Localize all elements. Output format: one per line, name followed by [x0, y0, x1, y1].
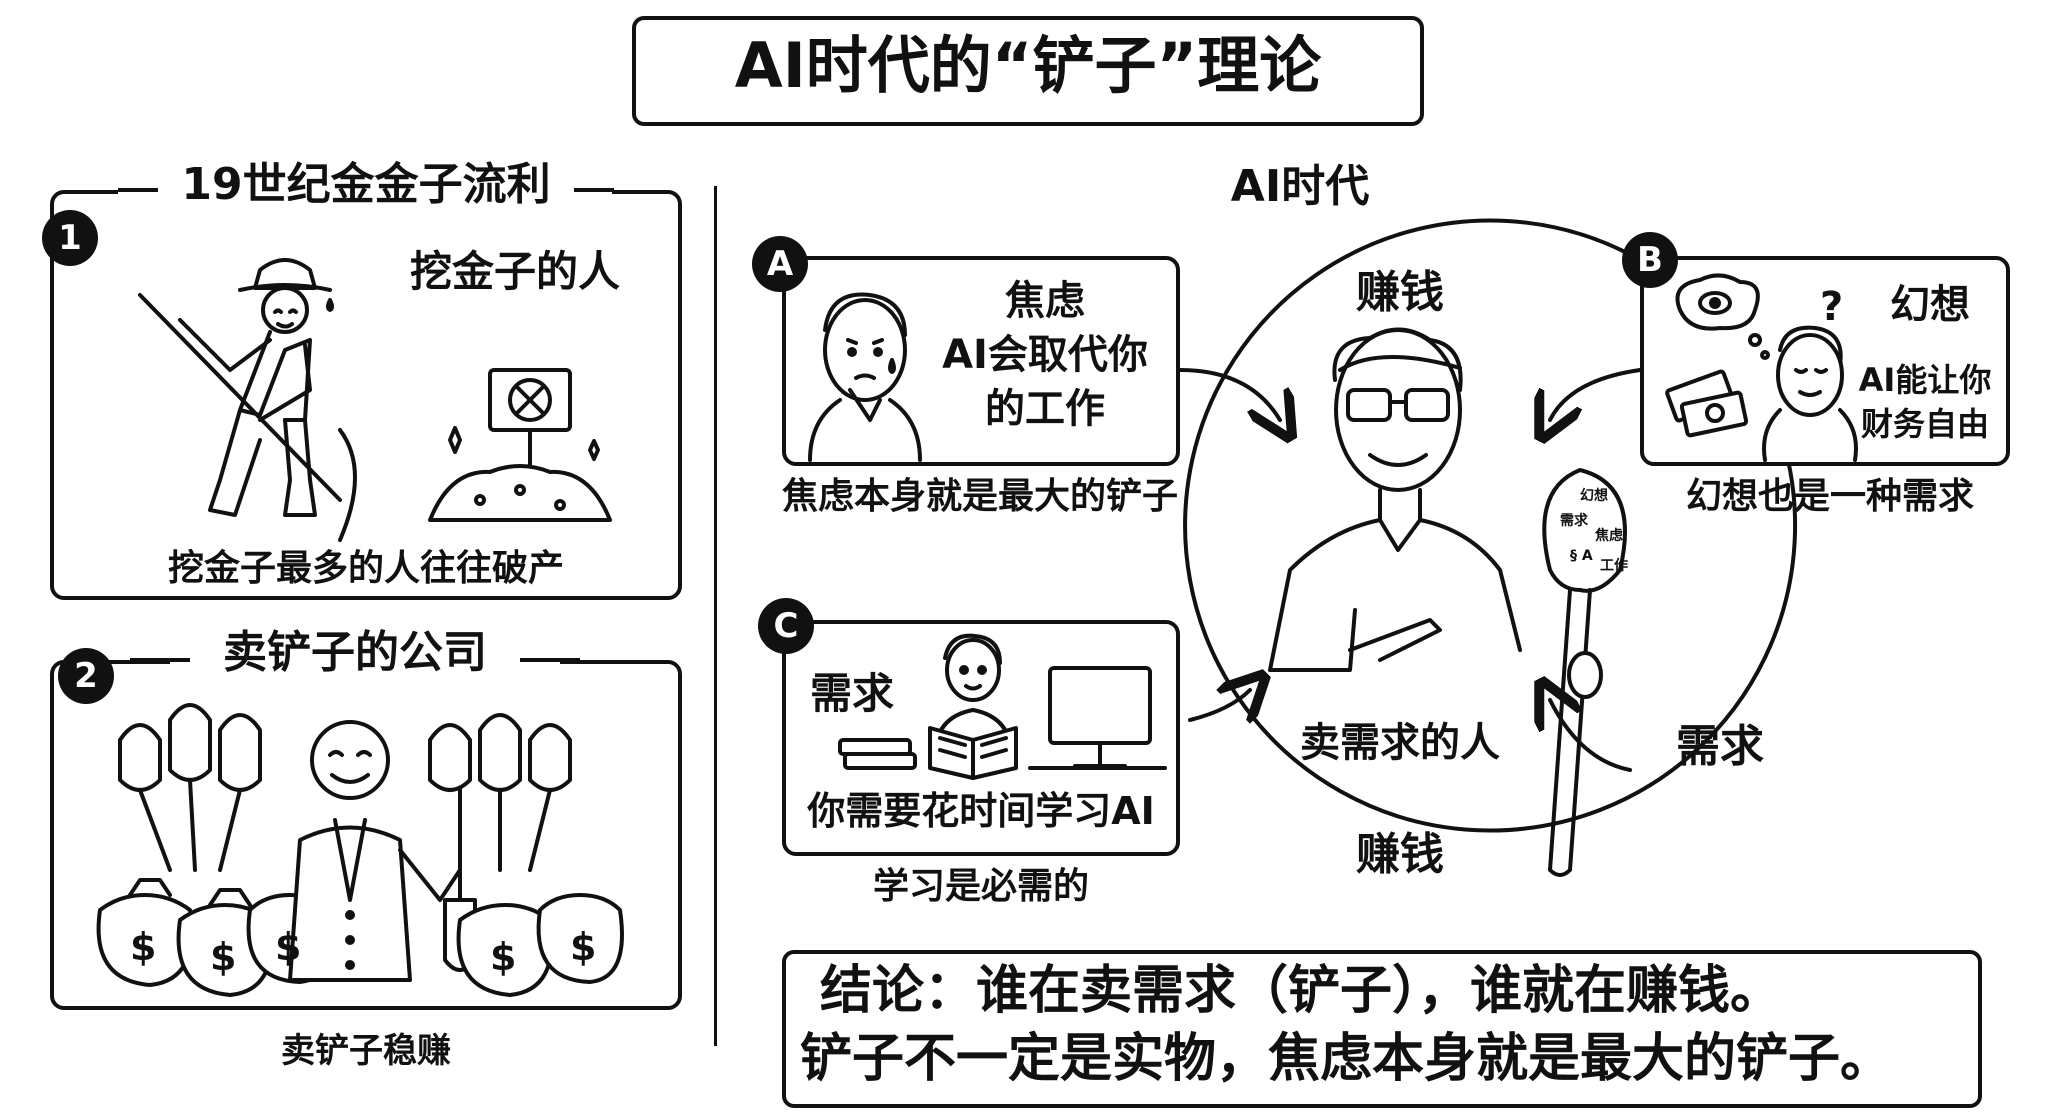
- cycle-top-label: 赚钱: [1356, 267, 1444, 318]
- panelB-line2: AI能让你: [1858, 361, 1992, 399]
- panelA-line1: 焦虑: [1005, 278, 1085, 324]
- panel1-heading-bg: [118, 160, 612, 216]
- page-title: AI时代的“铲子”理论: [734, 29, 1322, 102]
- conclusion-line1: 结论：谁在卖需求（铲子），谁就在赚钱。: [820, 961, 1783, 1021]
- panel2-heading-bg: [170, 628, 560, 686]
- svg-text:§ A: § A: [1570, 548, 1593, 564]
- panel-anxiety: [782, 256, 1180, 466]
- svg-text:$: $: [130, 925, 156, 969]
- svg-text:$: $: [570, 925, 596, 969]
- dreaming-person-illustration: ?: [1665, 273, 1858, 462]
- heading-rule-left: [118, 188, 158, 192]
- ai-era-heading: AI时代: [1230, 161, 1370, 212]
- cycle-center-label: 卖需求的人: [1300, 720, 1500, 766]
- panel1-badge: 1: [42, 210, 98, 266]
- panelB-caption: 幻想也是一种需求: [1685, 476, 1974, 517]
- conclusion-line2: 铲子不一定是实物，焦虑本身就是最大的铲子。: [800, 1029, 1893, 1089]
- panelB-badge: B: [1622, 232, 1678, 288]
- shovel-seller-illustration: $ $ $ $ $: [96, 703, 624, 997]
- svg-text:$: $: [275, 925, 301, 969]
- svg-text:焦虑: 焦虑: [1594, 527, 1623, 544]
- panelC-line1: 需求: [810, 669, 895, 718]
- svg-text:$: $: [490, 935, 516, 979]
- panelC-caption: 学习是必需的: [872, 866, 1089, 907]
- svg-text:需求: 需求: [1560, 512, 1589, 529]
- column-divider: [714, 186, 717, 1046]
- cycle-bottom-label: 赚钱: [1356, 829, 1444, 880]
- panel-gold-rush: [50, 190, 682, 600]
- cycle-diagram: 幻想 需求 焦虑 § A 工作: [1178, 218, 1798, 877]
- anxious-person-illustration: [808, 292, 922, 462]
- miner-illustration: [138, 258, 357, 542]
- studying-person-illustration: [838, 633, 1167, 780]
- panel2-heading: 卖铲子的公司: [223, 627, 487, 678]
- panelC-badge: C: [758, 598, 814, 654]
- heading2-rule-left: [130, 658, 190, 662]
- heading2-rule-right: [520, 658, 580, 662]
- title-box: [632, 16, 1424, 126]
- panelC-line2: 你需要花时间学习AI: [807, 789, 1155, 833]
- panelB-line3: 财务自由: [1860, 405, 1989, 443]
- svg-text:$: $: [210, 935, 236, 979]
- panelA-line2: AI会取代你: [942, 332, 1148, 378]
- dirt-pile-illustration: [428, 368, 612, 522]
- panelB-line1: 幻想: [1890, 282, 1970, 328]
- svg-text:幻想: 幻想: [1580, 487, 1608, 504]
- heading-rule-right: [574, 188, 614, 192]
- panel1-heading: 19世纪金金子流利: [181, 159, 551, 210]
- panelA-badge: A: [752, 236, 808, 292]
- panelA-line3: 的工作: [985, 386, 1105, 432]
- svg-text:?: ?: [1820, 284, 1843, 330]
- panelA-caption: 焦虑本身就是最大的铲子: [781, 476, 1178, 517]
- panel2-caption: 卖铲子稳赚: [281, 1031, 451, 1071]
- cycle-side-label: 需求: [1676, 721, 1764, 772]
- panel2-badge: 2: [58, 648, 114, 704]
- svg-text:工作: 工作: [1600, 557, 1628, 574]
- conclusion-box: [782, 950, 1982, 1108]
- panel1-caption: 挖金子最多的人往往破产: [167, 548, 564, 589]
- panel1-label: 挖金子的人: [410, 247, 621, 296]
